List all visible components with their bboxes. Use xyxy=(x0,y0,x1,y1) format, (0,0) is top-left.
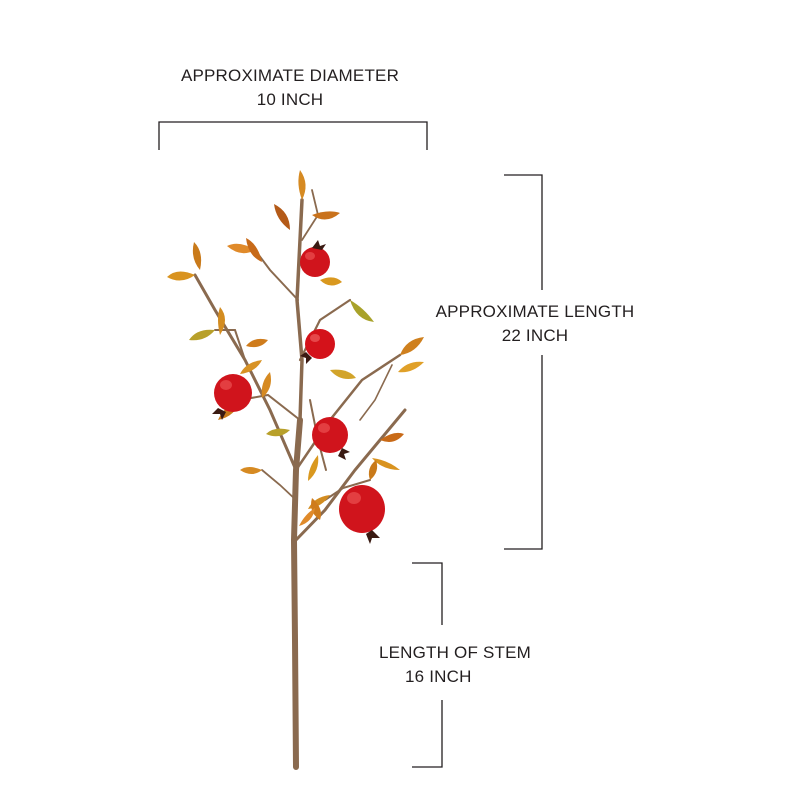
length-bracket xyxy=(504,174,543,550)
pomegranate-3 xyxy=(212,374,252,420)
length-value: 22 INCH xyxy=(501,326,569,345)
pomegranate-4 xyxy=(312,417,350,460)
pomegranate-2 xyxy=(300,329,335,364)
stem-bracket xyxy=(412,562,443,768)
pomegranate-5 xyxy=(339,485,385,544)
length-label-text: APPROXIMATE LENGTH xyxy=(435,302,635,321)
pomegranate-fruits xyxy=(212,240,385,544)
stem-value: 16 INCH xyxy=(405,667,472,686)
pomegranate-1 xyxy=(300,240,330,277)
diameter-bracket xyxy=(158,121,428,150)
diameter-value: 10 INCH xyxy=(256,90,324,109)
stem-label: LENGTH OF STEM 16 INCH xyxy=(345,641,565,689)
length-label: APPROXIMATE LENGTH 22 INCH xyxy=(400,300,670,348)
stem-label-text: LENGTH OF STEM xyxy=(378,643,532,662)
diameter-label: APPROXIMATE DIAMETER 10 INCH xyxy=(140,64,440,112)
diameter-label-text: APPROXIMATE DIAMETER xyxy=(180,66,400,85)
